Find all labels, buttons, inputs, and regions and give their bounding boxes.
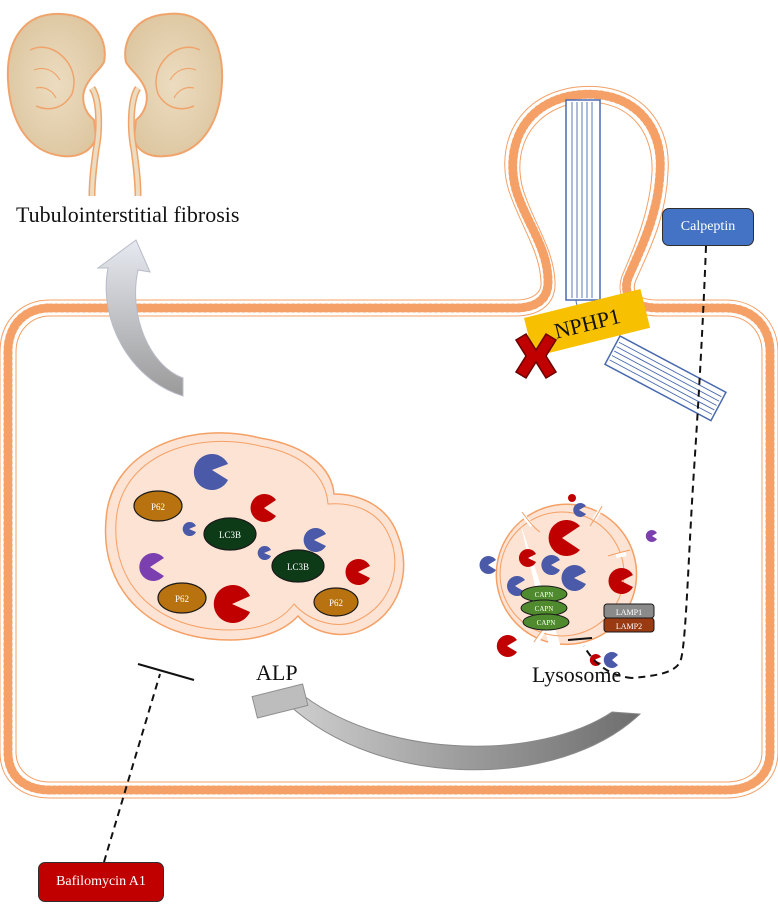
nphp1-knockout-x-icon: [514, 332, 558, 380]
lc3b-protein: LC3B: [203, 517, 257, 551]
lamp1-protein: LAMP1: [603, 603, 655, 619]
p62-label: P62: [329, 598, 343, 608]
left-kidney: [6, 12, 106, 197]
p62-aggregate: P62: [313, 587, 359, 617]
arrow-lysosome-to-alp: [251, 683, 642, 771]
alp-label: ALP: [256, 660, 298, 685]
red-protein: [213, 585, 250, 624]
red-dot: [568, 494, 576, 502]
blue-protein: [541, 555, 560, 575]
kidneys-illustration: [6, 12, 224, 197]
p62-aggregate: P62: [157, 582, 207, 614]
autolysosome-proteins: [139, 454, 370, 624]
capn-label: CAPN: [535, 605, 554, 613]
p62-label: P62: [151, 502, 165, 512]
blue-protein: [182, 521, 196, 536]
red-protein: [548, 520, 580, 556]
bafilomycin-inhibition-line: [103, 663, 195, 863]
arrow-to-fibrosis: [96, 239, 184, 397]
capn-protein: CAPN: [522, 613, 570, 631]
blue-protein: [603, 652, 618, 668]
lc3b-label: LC3B: [287, 562, 309, 572]
calpeptin-box: Calpeptin: [662, 208, 754, 246]
lamp2-label: LAMP2: [616, 622, 642, 631]
bafilomycin-label: Bafilomycin A1: [56, 874, 146, 889]
blue-protein: [303, 528, 326, 552]
lamp2-protein: LAMP2: [603, 617, 655, 633]
p62-label: P62: [175, 594, 189, 604]
red-protein: [496, 635, 517, 657]
red-protein: [345, 559, 370, 585]
lc3b-protein: LC3B: [271, 549, 325, 583]
red-protein: [250, 493, 276, 522]
blue-protein: [573, 503, 586, 518]
fibrosis-label: Tubulointerstitial fibrosis: [16, 202, 239, 227]
blue-protein: [257, 545, 271, 560]
capn-label: CAPN: [535, 591, 554, 599]
cilium-axoneme: [565, 99, 601, 319]
bafilomycin-box: Bafilomycin A1: [38, 862, 164, 902]
cilium-fiber-fragment: [603, 334, 727, 422]
red-protein: [608, 568, 633, 594]
lamp1-label: LAMP1: [616, 608, 642, 617]
capn-label: CAPN: [537, 619, 556, 627]
calpeptin-label: Calpeptin: [680, 219, 736, 234]
blue-protein: [193, 454, 228, 490]
blue-protein: [479, 556, 496, 575]
purple-protein: [645, 530, 657, 543]
blue-protein: [507, 576, 525, 596]
calpeptin-inhibition-line: [567, 245, 707, 679]
cell-membrane: [0, 86, 778, 799]
lysosome-label: Lysosome: [532, 662, 621, 687]
red-protein: [518, 549, 536, 567]
purple-protein: [139, 553, 164, 581]
lysosome-proteins: [479, 494, 657, 668]
lc3b-label: LC3B: [219, 530, 241, 540]
p62-aggregate: P62: [133, 490, 183, 522]
right-kidney: [124, 12, 224, 197]
blue-protein: [561, 565, 586, 591]
